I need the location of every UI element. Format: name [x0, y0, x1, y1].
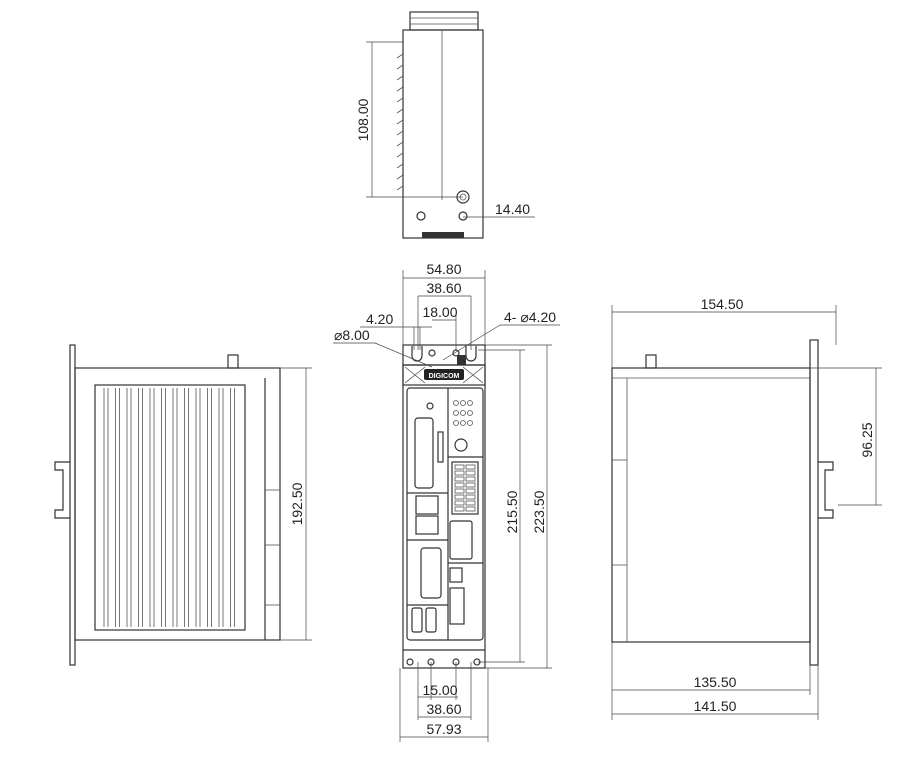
usb-port-1	[411, 607, 423, 633]
io-panel	[406, 387, 484, 641]
front-body	[402, 344, 486, 669]
dim-57-93: 57.93	[426, 721, 461, 737]
antenna-connector	[645, 354, 657, 369]
keyhole-slot	[411, 346, 423, 362]
terminal-block	[451, 461, 479, 515]
fin	[396, 185, 404, 191]
fin	[396, 97, 404, 103]
dim-215-50: 215.50	[504, 490, 520, 533]
dim-96-25: 96.25	[859, 422, 875, 457]
top-view: 108.00 14.40	[355, 11, 535, 239]
dvi-port	[420, 547, 442, 599]
lan-port-2	[415, 515, 439, 535]
dim-141-50: 141.50	[694, 698, 737, 714]
fin	[396, 152, 404, 158]
small-connector	[449, 567, 463, 583]
dim-154-50: 154.50	[701, 296, 744, 312]
mount-hole	[458, 211, 468, 221]
dim-14-40: 14.40	[495, 201, 530, 217]
fin	[396, 130, 404, 136]
din-clip	[818, 461, 834, 519]
led	[467, 410, 473, 416]
dim-15-00: 15.00	[422, 682, 457, 698]
logo-strip	[422, 232, 464, 238]
right-side-view: 154.50 96.25 135.50 141.50	[611, 296, 882, 720]
led	[467, 400, 473, 406]
antenna-connector	[227, 354, 239, 369]
logo-text: DIGICOM	[429, 373, 460, 380]
keyhole-slot	[465, 346, 477, 362]
expansion-slot	[414, 417, 434, 489]
dim-192-50: 192.50	[289, 482, 305, 525]
dim-18-00: 18.00	[422, 304, 457, 320]
top-body	[402, 29, 484, 239]
fin	[396, 119, 404, 125]
power-connector	[449, 587, 465, 625]
dim-4-20: 4.20	[366, 311, 393, 327]
front-view: DIGICOM 54.80 38.60 18.00 4.20	[333, 261, 560, 742]
left-side-view: 192.50	[54, 344, 312, 666]
fin	[396, 141, 404, 147]
side-body	[611, 367, 811, 643]
power-button	[454, 438, 468, 452]
led	[460, 410, 466, 416]
fin	[396, 64, 404, 70]
heatsink-fins	[103, 388, 235, 627]
dim-135-50: 135.50	[694, 674, 737, 690]
mount-hole	[416, 211, 426, 221]
lan-port-1	[415, 495, 439, 515]
dim-slot-diameter: ⌀8.00	[334, 327, 370, 343]
led	[453, 410, 459, 416]
mount-flange	[69, 344, 76, 666]
din-clip	[54, 461, 70, 519]
led	[453, 420, 459, 426]
heatsink	[94, 384, 246, 631]
dim-223-50: 223.50	[531, 490, 547, 533]
mount-hole	[428, 349, 436, 357]
antenna-connector	[457, 355, 466, 365]
dim-38-60-top: 38.60	[426, 280, 461, 296]
led	[460, 400, 466, 406]
dim-38-60-bottom: 38.60	[426, 701, 461, 717]
fin	[396, 86, 404, 92]
sd-card-slot	[437, 431, 444, 463]
top-cap	[409, 11, 479, 31]
logo	[424, 369, 464, 380]
led	[453, 400, 459, 406]
usb-port-2	[425, 607, 437, 633]
side-body	[74, 367, 281, 641]
status-leds	[453, 400, 473, 426]
led	[467, 420, 473, 426]
mount-flange	[809, 339, 819, 666]
fin	[396, 108, 404, 114]
serial-port	[449, 520, 473, 560]
led	[460, 420, 466, 426]
dim-54-80: 54.80	[426, 261, 461, 277]
fin	[396, 75, 404, 81]
fin	[396, 53, 404, 59]
heatsink-fins	[396, 53, 404, 191]
dim-108: 108.00	[355, 98, 371, 141]
fin	[396, 174, 404, 180]
fin	[396, 163, 404, 169]
dim-4-holes: 4- ⌀4.20	[504, 309, 556, 325]
